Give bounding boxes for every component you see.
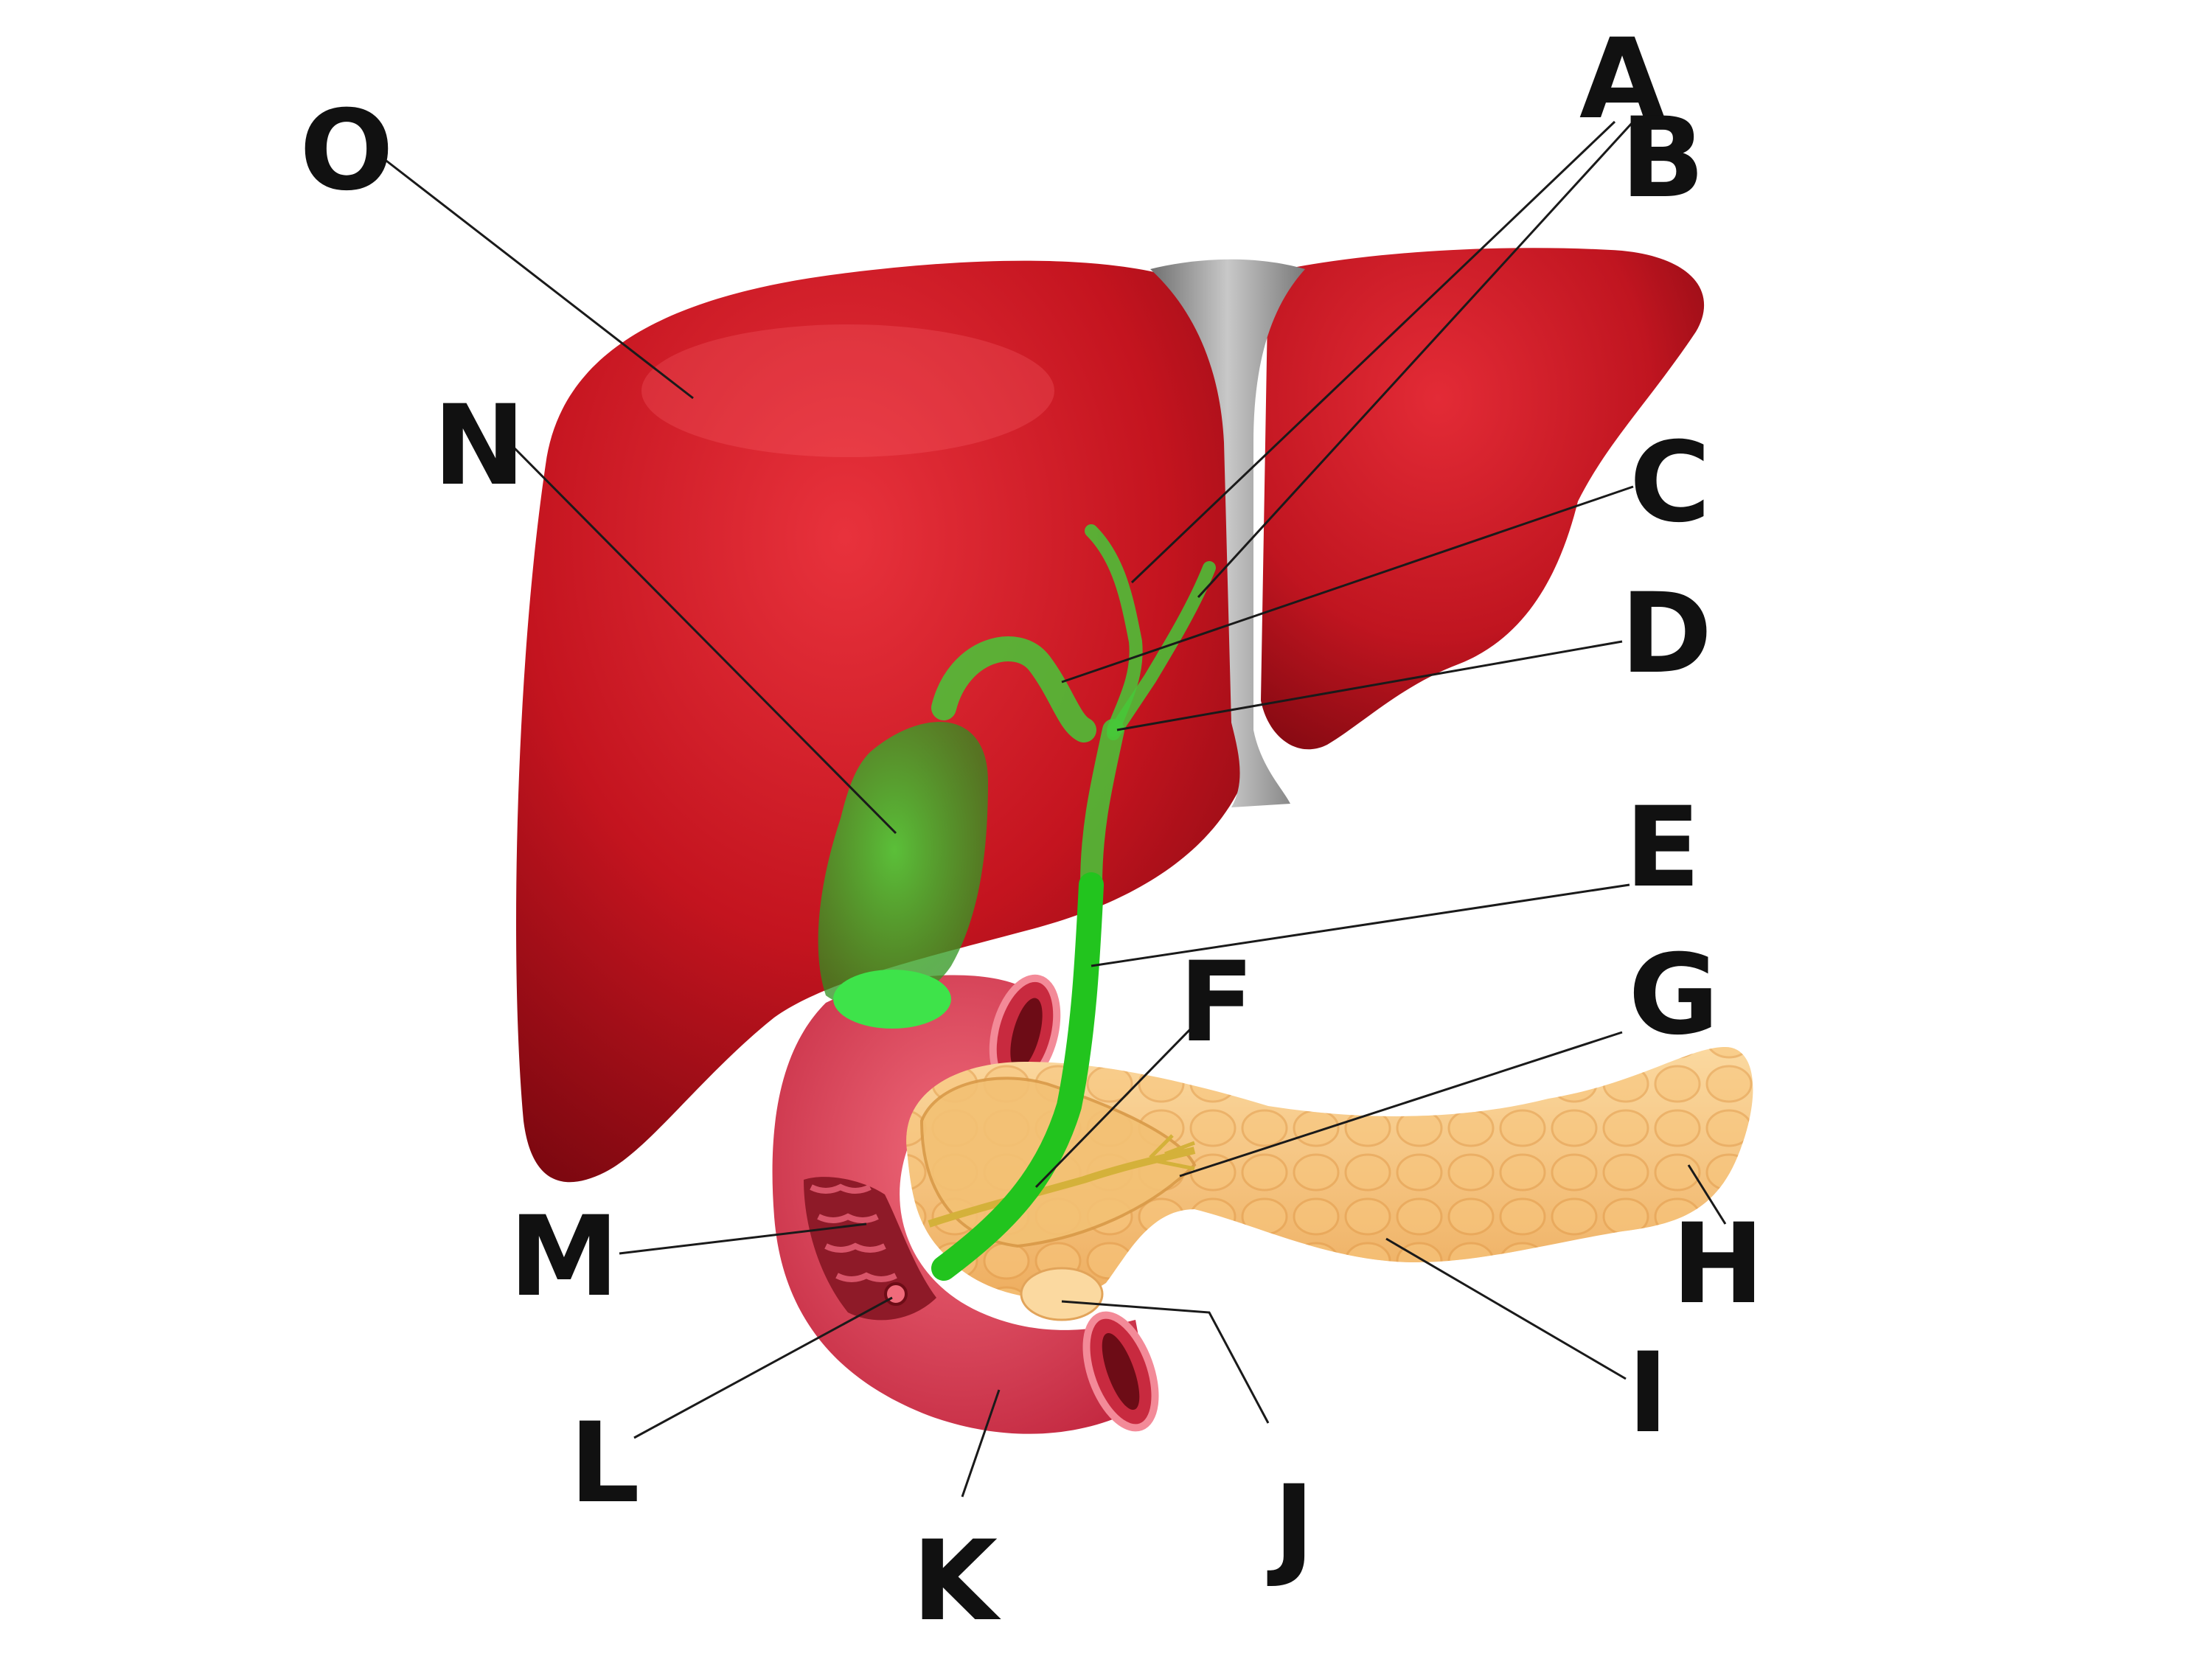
leader-line-i [1385, 1237, 1627, 1380]
leader-line-k [961, 1389, 1001, 1498]
cystic-duct [931, 636, 1096, 742]
leader-line-g [1179, 1031, 1623, 1178]
label-l: L [569, 1399, 640, 1528]
duodenum-upper-lumen [1010, 998, 1043, 1070]
liver-highlight [641, 324, 1054, 457]
biliary-tree [818, 524, 1216, 1281]
leader-lines [383, 120, 1727, 1498]
leader-line-n [511, 445, 897, 835]
left-hepatic-duct [1107, 561, 1216, 740]
duodenal-papilla [884, 1282, 908, 1306]
leader-line-d [1116, 640, 1623, 731]
liver-left-lobe [1261, 248, 1705, 750]
label-i: I [1627, 1329, 1669, 1458]
labels: A B C D E F G H I J K L M N O [299, 15, 1764, 1646]
label-n: N [433, 382, 526, 510]
leader-line-c [1061, 485, 1634, 684]
leader-line-m [619, 1222, 867, 1255]
falciform-ligament [1150, 259, 1305, 807]
pancreatic-duct [928, 1147, 1196, 1228]
label-j: J [1267, 1462, 1315, 1590]
label-o: O [299, 87, 394, 215]
gallbladder [818, 722, 988, 1008]
right-hepatic-duct [1085, 524, 1143, 737]
label-a: A [1579, 15, 1665, 144]
label-k: K [912, 1517, 1001, 1646]
leader-line-e [1091, 883, 1630, 967]
duodenal-folds [810, 1183, 897, 1282]
leader-line-l [633, 1296, 893, 1439]
leader-line-a [1130, 120, 1616, 584]
liver [516, 248, 1705, 1183]
label-e: E [1625, 784, 1700, 912]
leader-line-h [1687, 1164, 1727, 1225]
liver-right-lobe [516, 260, 1246, 1183]
leader-line-o [383, 157, 694, 400]
leader-line-j [1061, 1300, 1270, 1424]
duodenum-lower-lumen [1102, 1332, 1140, 1411]
duodenum-body [772, 975, 1150, 1434]
pancreas [906, 1047, 1753, 1321]
duodenum [772, 974, 1159, 1434]
label-c: C [1630, 419, 1711, 547]
label-m: M [509, 1193, 619, 1321]
label-g: G [1628, 931, 1719, 1060]
common-hepatic-duct [1080, 719, 1124, 896]
pancreatic-duct-branches [1149, 1134, 1195, 1171]
common-bile-duct [931, 872, 1104, 1281]
label-d: D [1621, 570, 1713, 698]
label-h: H [1672, 1200, 1764, 1329]
leader-line-b [1197, 120, 1635, 599]
label-f: F [1179, 939, 1254, 1067]
leader-line-f [1034, 1023, 1196, 1189]
label-b: B [1621, 94, 1705, 223]
gallbladder-fundus [833, 970, 951, 1029]
uncinate-process [1020, 1267, 1104, 1321]
